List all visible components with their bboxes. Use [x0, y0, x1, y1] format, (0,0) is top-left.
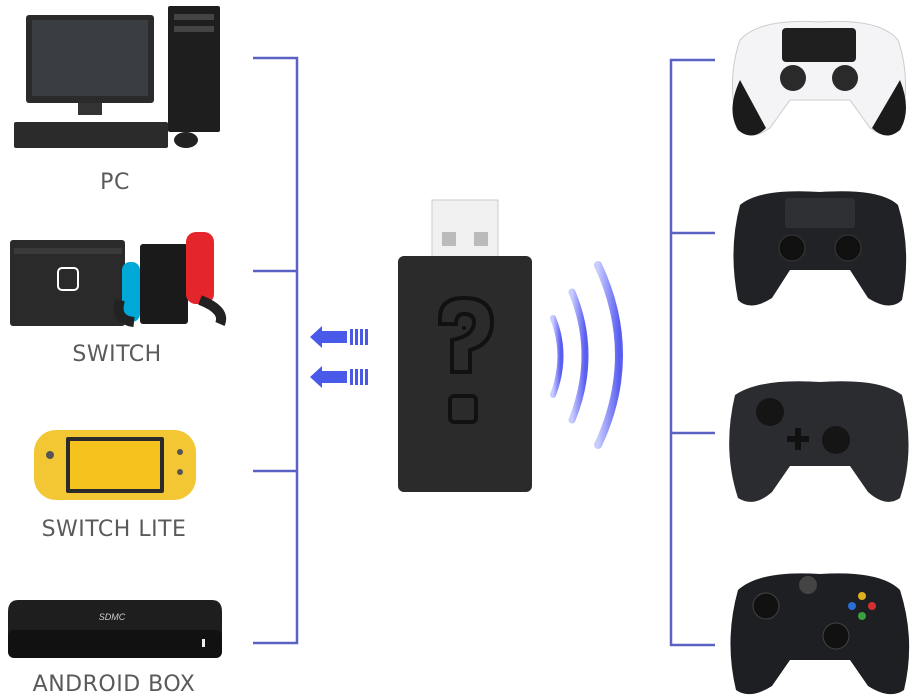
ps5-controller-image [732, 20, 906, 136]
switch-lite-image [34, 430, 196, 500]
usb-adapter-image [398, 199, 532, 492]
left-bracket [253, 56, 299, 645]
switch-pro-controller-image [729, 381, 909, 502]
device-label-pc: PC [100, 170, 130, 195]
android-box-image: SDMC [8, 600, 222, 658]
wireless-signal-icon [550, 261, 623, 449]
xbox-controller-image [730, 573, 910, 695]
device-label-switch-lite: SWITCH LITE [41, 517, 187, 542]
arrow-icon [310, 326, 368, 388]
device-label-switch: SWITCH [72, 342, 162, 367]
switch-image [10, 232, 226, 327]
right-bracket [669, 58, 715, 647]
pc-image [14, 6, 220, 148]
device-label-android-box: ANDROID BOX [32, 672, 196, 697]
box-brand-logo: SDMC [99, 612, 126, 622]
ps4-controller-image [733, 191, 907, 306]
